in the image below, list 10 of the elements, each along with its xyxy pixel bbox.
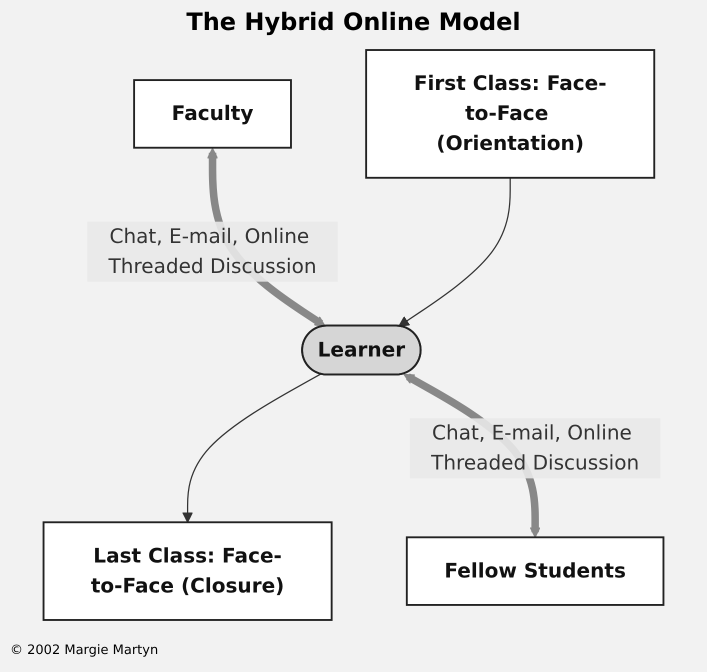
node-box: Faculty (133, 79, 292, 149)
node-box: Last Class: Face-to-Face (Closure) (42, 521, 333, 621)
arrow (182, 374, 321, 523)
node-box: First Class: Face-to-Face (Orientation) (365, 49, 656, 179)
arrow (398, 178, 511, 327)
diagram-title: The Hybrid Online Model (185, 8, 522, 36)
node-box: Fellow Students (406, 536, 664, 606)
copyright-note: © 2002 Margie Martyn (10, 643, 158, 658)
edge-label: Chat, E-mail, Online Threaded Discussion (108, 224, 317, 278)
edge-label: Chat, E-mail, Online Threaded Discussion (431, 420, 640, 475)
